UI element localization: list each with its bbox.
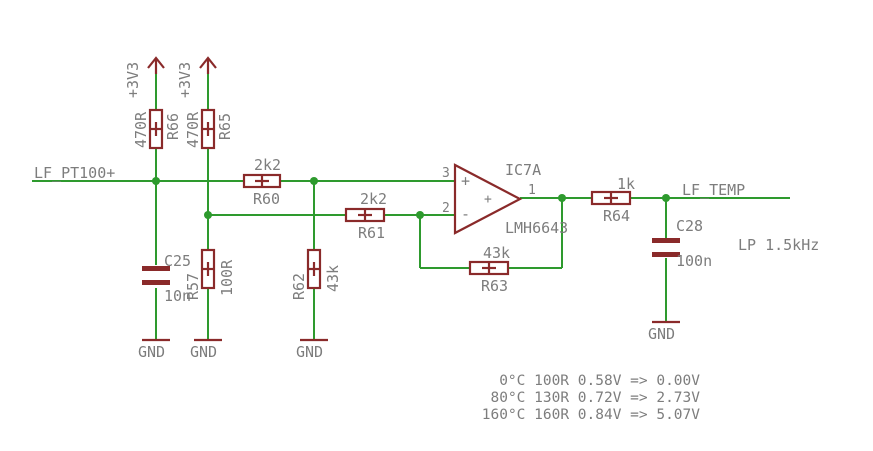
table-line: 80°C 130R 0.72V => 2.73V [490, 390, 700, 406]
opamp-triangle-icon [453, 163, 523, 235]
resistor-r60: 2k2 R60 [242, 156, 282, 208]
resistor-r65: 470R R65 [184, 108, 234, 150]
supply-arrow-icon [199, 56, 217, 69]
ground-2: GND [190, 338, 222, 361]
c25-value: 10n [164, 287, 191, 305]
opamp-minus-sign: - [461, 205, 470, 223]
junction-dot [152, 177, 160, 185]
r63-name: R63 [481, 277, 508, 295]
r64-value: 1k [617, 175, 635, 193]
resistor-body [242, 173, 282, 189]
supply-symbol-2: +3V3 [176, 56, 217, 98]
junctions [152, 177, 670, 219]
table-line: 160°C 160R 0.84V => 5.07V [482, 407, 701, 423]
c28-name: C28 [676, 217, 703, 235]
wires [32, 62, 790, 340]
table-line: 0°C 100R 0.58V => 0.00V [499, 373, 700, 389]
capacitor-plate [652, 252, 680, 257]
supply-label: +3V3 [176, 62, 194, 98]
temperature-table: 0°C 100R 0.58V => 0.00V 80°C 130R 0.72V … [482, 373, 701, 423]
resistor-r61: 2k2 R61 [344, 190, 387, 242]
resistor-body [306, 248, 322, 290]
resistor-r57: R57 100R [184, 248, 236, 300]
r65-name: R65 [216, 113, 234, 140]
junction-dot [558, 194, 566, 202]
resistor-r62: R62 43k [290, 248, 342, 300]
resistor-r66: 470R R66 [132, 108, 182, 150]
opamp-center-plus: + [484, 192, 492, 207]
pin-2-label: 2 [442, 201, 450, 216]
ground-label: GND [648, 325, 675, 343]
r64-name: R64 [603, 207, 630, 225]
resistor-r63: 43k R63 [468, 244, 510, 295]
capacitor-c25: C25 10n [142, 252, 191, 305]
ground-label: GND [190, 343, 217, 361]
r60-name: R60 [253, 190, 280, 208]
resistor-body [200, 108, 216, 150]
r63-value: 43k [483, 244, 510, 262]
r57-name: R57 [184, 273, 202, 300]
supply-symbol-1: +3V3 [124, 56, 165, 98]
c28-value: 100n [676, 252, 712, 270]
resistor-body [148, 108, 164, 150]
resistor-body [344, 207, 386, 223]
net-label-output: LF_TEMP [682, 181, 745, 199]
opamp-ic7a: + - + 3 2 1 IC7A LMH6643 [442, 161, 568, 237]
r66-value: 470R [132, 111, 150, 148]
resistor-body [590, 190, 632, 206]
junction-dot [416, 211, 424, 219]
capacitor-c28: C28 100n [652, 217, 712, 270]
r66-name: R66 [164, 113, 182, 140]
supply-arrow-icon [147, 56, 165, 69]
capacitor-plate [142, 280, 170, 285]
junction-dot [662, 194, 670, 202]
ground-3: GND [296, 338, 328, 361]
r61-value: 2k2 [360, 190, 387, 208]
ground-label: GND [138, 343, 165, 361]
ground-4: GND [648, 320, 680, 343]
net-label-input: LF_PT100+ [34, 164, 115, 182]
r62-name: R62 [290, 273, 308, 300]
resistor-body [200, 248, 216, 290]
pin-1-label: 1 [528, 183, 536, 198]
opamp-plus-sign: + [461, 172, 470, 190]
opamp-value: LMH6643 [505, 219, 568, 237]
c25-name: C25 [164, 252, 191, 270]
pin-3-label: 3 [442, 166, 450, 181]
capacitor-plate [652, 238, 680, 243]
resistor-r64: 1k R64 [590, 175, 635, 225]
resistor-body [468, 260, 510, 276]
junction-dot [204, 211, 212, 219]
opamp-name: IC7A [505, 161, 541, 179]
ground-1: GND [138, 338, 170, 361]
r61-name: R61 [358, 224, 385, 242]
supply-label: +3V3 [124, 62, 142, 98]
r65-value: 470R [184, 111, 202, 148]
junction-dot [310, 177, 318, 185]
capacitor-plate [142, 266, 170, 271]
lowpass-note: LP 1.5kHz [738, 236, 819, 254]
r60-value: 2k2 [254, 156, 281, 174]
ground-label: GND [296, 343, 323, 361]
r57-value: 100R [218, 259, 236, 296]
r62-value: 43k [324, 265, 342, 292]
